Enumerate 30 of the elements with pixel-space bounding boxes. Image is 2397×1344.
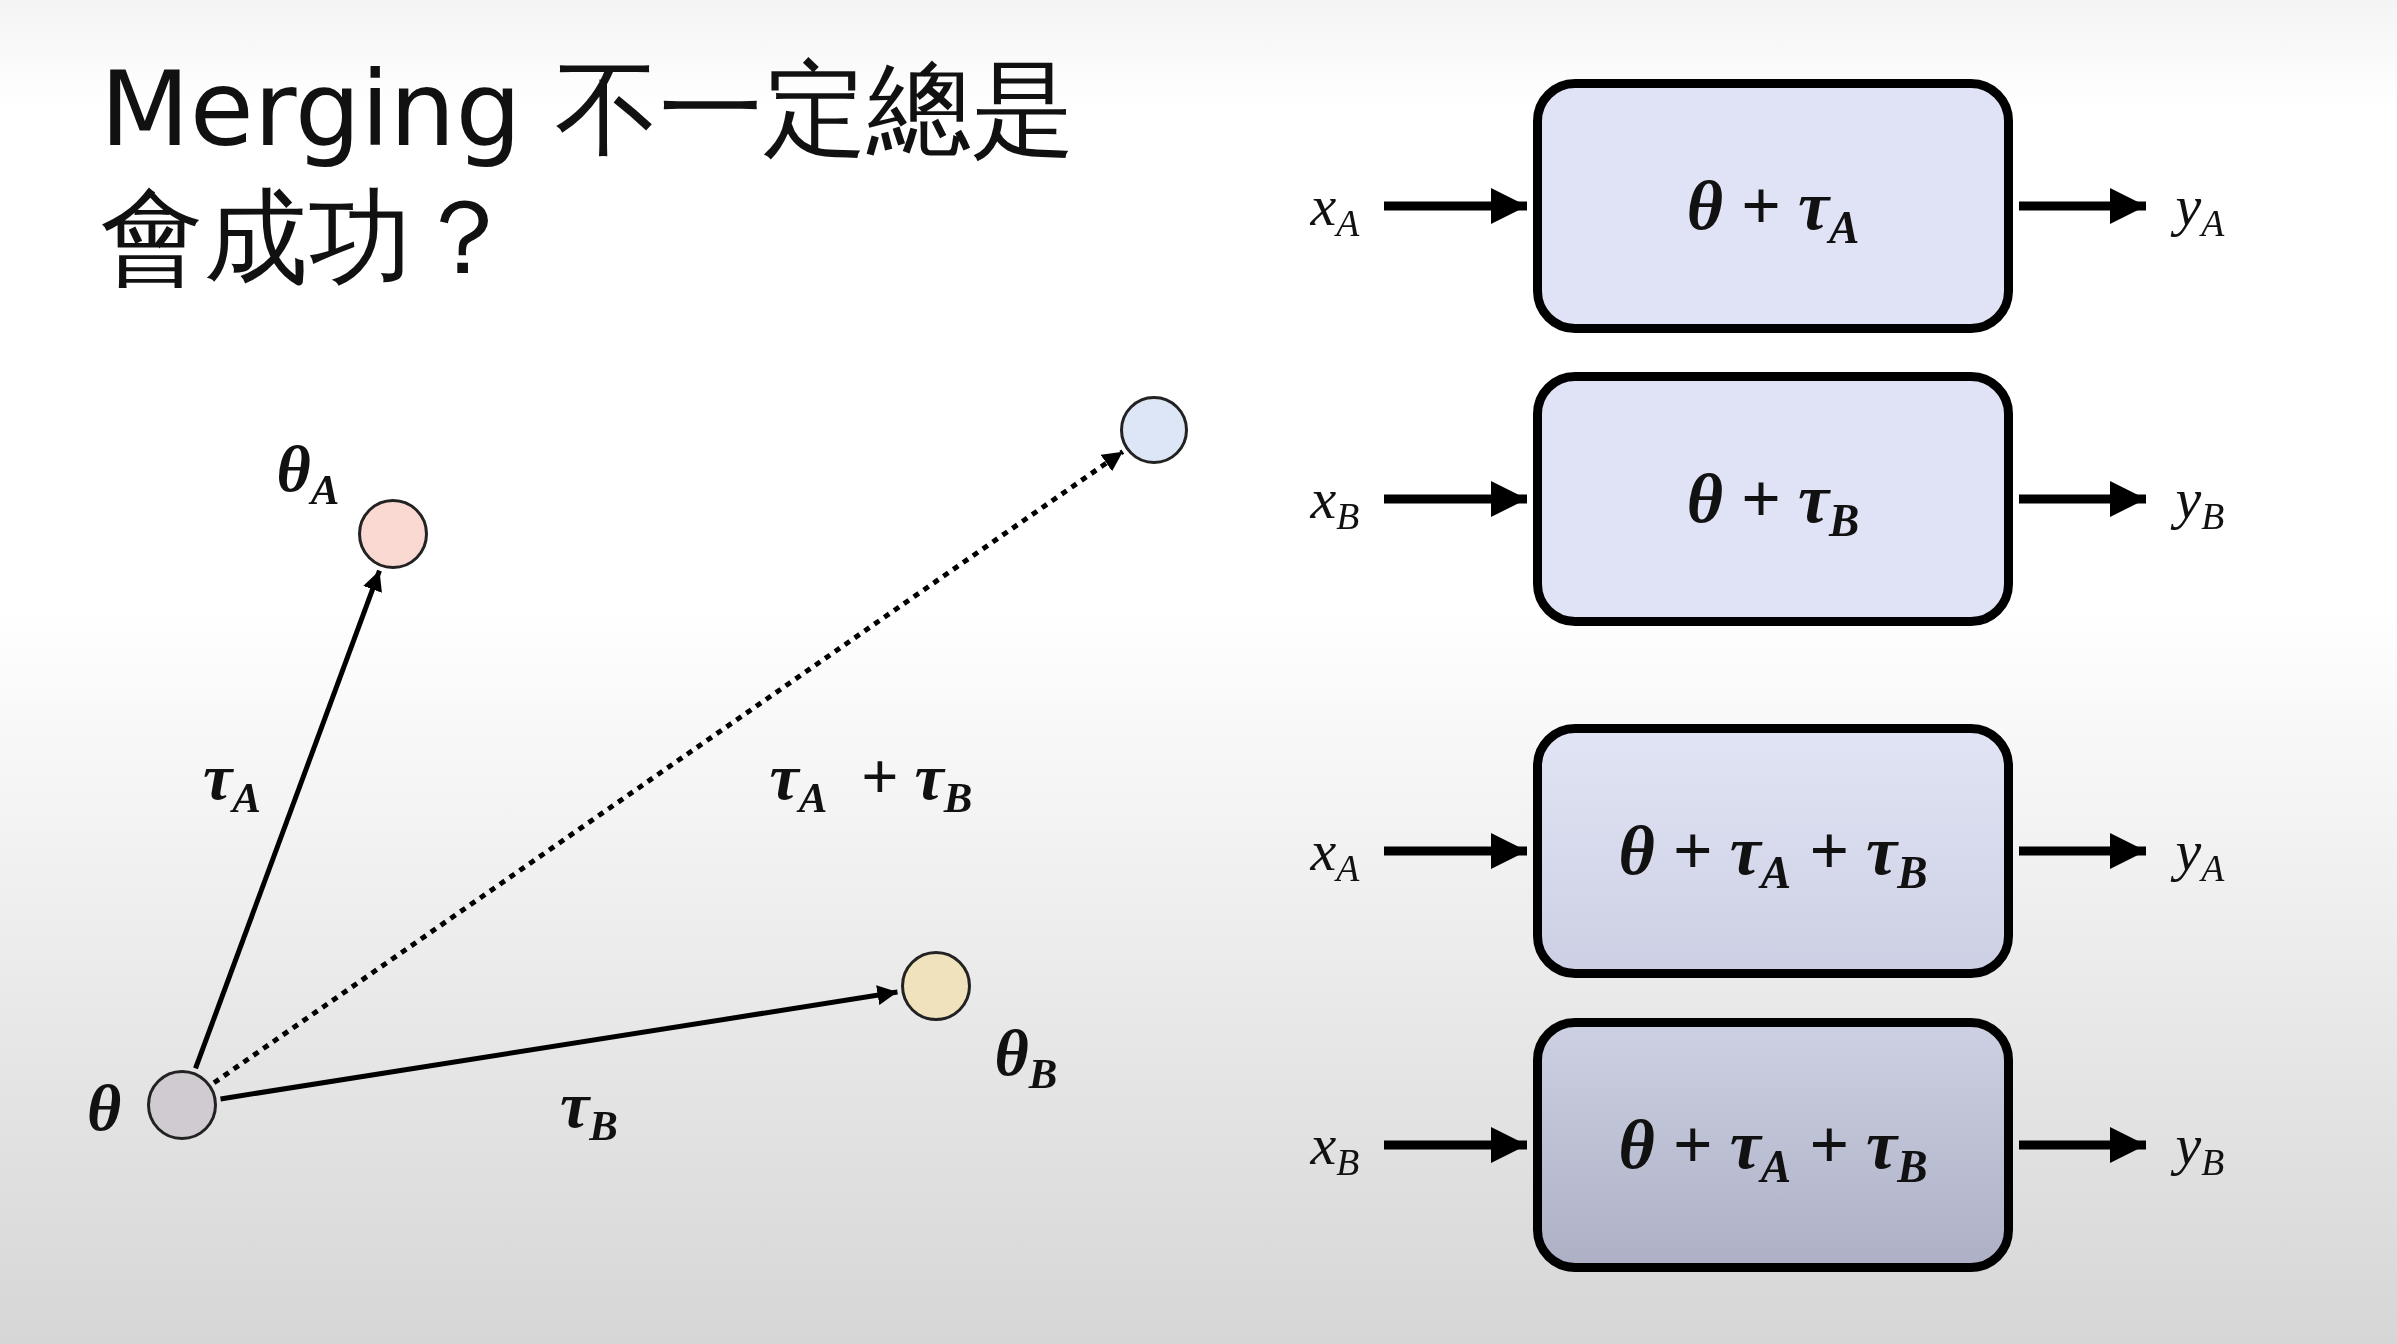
model-box: θ + τ$_{A}$ + τ$_{B}$ — [1533, 724, 2013, 978]
arrow — [212, 449, 1125, 1085]
input-label: x$_{B}$ — [1290, 1100, 1380, 1190]
input-label: x$_{A}$ — [1290, 806, 1380, 896]
arrow — [220, 985, 898, 1102]
output-label: y$_{A}$ — [2150, 161, 2250, 251]
arrow — [193, 569, 382, 1070]
model-box: θ + τ$_{B}$ — [1533, 372, 2013, 626]
output-label: y$_{A}$ — [2150, 806, 2250, 896]
arrow — [2019, 833, 2146, 869]
input-label: x$_{A}$ — [1290, 161, 1380, 251]
arrow — [1384, 481, 1527, 517]
arrow — [1384, 1127, 1527, 1163]
edge-label: τ$_{B}$ — [560, 1066, 618, 1150]
edge-label: τ$_{A}$ + τ$_{B}$ — [769, 738, 973, 822]
title: Merging 不一定總是會成功？ — [100, 47, 1076, 300]
model-box: θ + τ$_{A}$ + τ$_{B}$ — [1533, 1018, 2013, 1272]
arrow — [1384, 188, 1527, 224]
arrow — [1384, 833, 1527, 869]
arrow — [2019, 1127, 2146, 1163]
arrow — [2019, 481, 2146, 517]
point-label: θ$_{B}$ — [994, 1014, 1058, 1098]
point-label: θ — [87, 1070, 122, 1146]
point-label: θ$_{A}$ — [276, 430, 340, 514]
edge-label: τ$_{A}$ — [203, 738, 261, 822]
input-label: x$_{B}$ — [1290, 454, 1380, 544]
arrow — [2019, 188, 2146, 224]
output-label: y$_{B}$ — [2150, 1100, 2250, 1190]
model-box: θ + τ$_{A}$ — [1533, 79, 2013, 333]
output-label: y$_{B}$ — [2150, 454, 2250, 544]
